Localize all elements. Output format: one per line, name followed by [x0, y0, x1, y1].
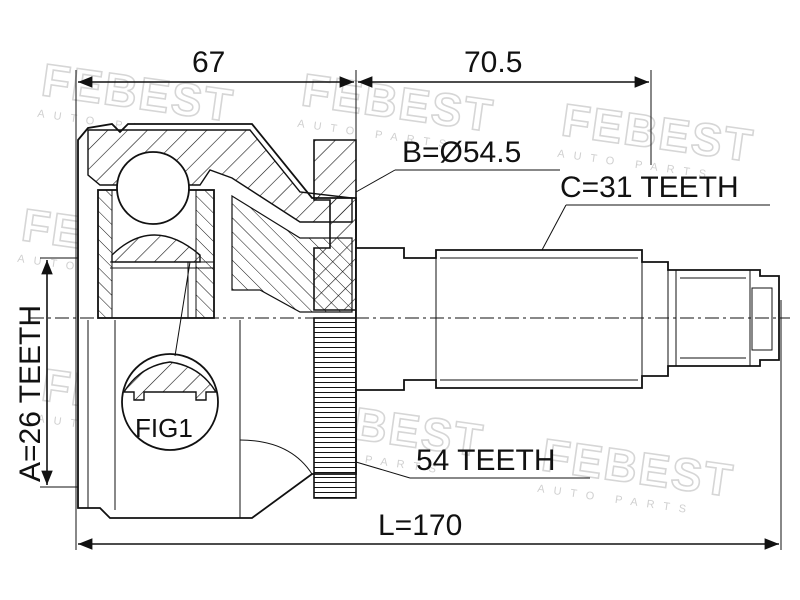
fig1-detail	[121, 261, 219, 451]
callout-inner-spline: A=26 TEETH	[14, 305, 47, 482]
callout-outer-spline: C=31 TEETH	[560, 171, 739, 204]
dim-cup-length: 67	[192, 46, 225, 79]
leader-lines	[355, 169, 770, 479]
fig1-label: FIG1	[135, 413, 193, 443]
callout-abs-ring: 54 TEETH	[416, 444, 556, 477]
dimension-lines	[41, 76, 779, 550]
dim-shaft-length: 70.5	[464, 46, 522, 79]
seal-flange	[313, 139, 357, 311]
output-shaft	[355, 247, 780, 391]
inner-race	[97, 151, 215, 319]
abs-ring	[313, 317, 357, 499]
callout-seal-diameter: B=Ø54.5	[402, 136, 521, 169]
dim-total-length: L=170	[378, 509, 462, 542]
ball-bearing	[116, 151, 190, 225]
inner-race-section	[111, 234, 201, 263]
